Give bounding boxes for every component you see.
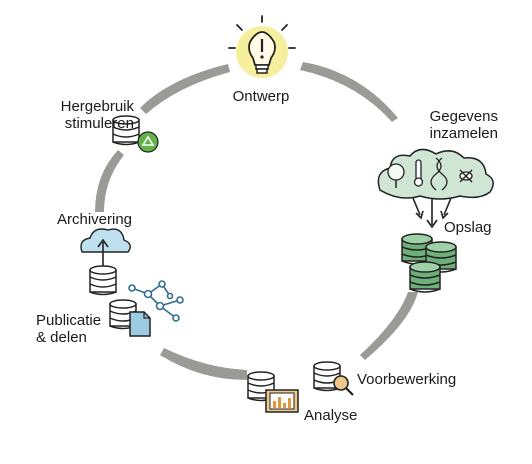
label-publicatie-line1: Publicatie	[36, 312, 102, 329]
label-analyse: Analyse	[304, 407, 358, 424]
thermometer-icon	[413, 159, 424, 187]
collection-cloud	[377, 148, 494, 200]
publication-icon	[109, 280, 184, 337]
lightbulb-icon	[228, 15, 296, 78]
label-hergebruik: Hergebruik stimuleren	[24, 98, 134, 132]
label-hergebruik-line2: stimuleren	[64, 115, 134, 132]
document-icon	[129, 311, 151, 337]
cycle-arrows	[95, 62, 418, 380]
insect-icon	[459, 169, 473, 183]
database-icon	[401, 233, 457, 293]
label-publicatie-delen: Publicatie & delen	[36, 312, 101, 346]
arrow-hergebruik-to-ontwerp	[140, 64, 230, 114]
label-archivering: Archivering	[57, 211, 133, 228]
label-hergebruik-line1: Hergebruik	[60, 98, 134, 115]
preprocessing-icon	[313, 361, 354, 396]
chart-icon	[265, 389, 299, 413]
tree-icon	[387, 163, 405, 188]
recycle-icon	[137, 131, 159, 153]
label-ontwerp: Ontwerp	[232, 88, 290, 105]
label-publicatie-line2: & delen	[36, 329, 87, 346]
arrow-opslag-to-voorbewerking	[360, 292, 418, 360]
label-gegevens-inzamelen: Gegevens inzamelen	[380, 108, 498, 142]
analysis-icon	[247, 371, 299, 413]
cloud-upload-icon	[80, 228, 131, 266]
network-icon	[128, 280, 184, 322]
dna-icon	[430, 157, 448, 191]
label-opslag: Opslag	[444, 219, 492, 236]
reuse-icon	[112, 115, 159, 153]
arrow-analyse-to-publicatie	[160, 348, 247, 380]
label-gegevens-line2: inzamelen	[429, 125, 498, 142]
down-arrows-icon	[412, 197, 452, 229]
magnifier-icon	[333, 375, 354, 396]
label-voorbewerking: Voorbewerking	[357, 371, 457, 388]
arrow-archivering-to-hergebruik	[95, 150, 124, 212]
archiving-icon	[80, 228, 131, 296]
arrow-ontwerp-to-gegevens	[300, 62, 398, 122]
label-gegevens-line1: Gegevens	[429, 108, 498, 125]
